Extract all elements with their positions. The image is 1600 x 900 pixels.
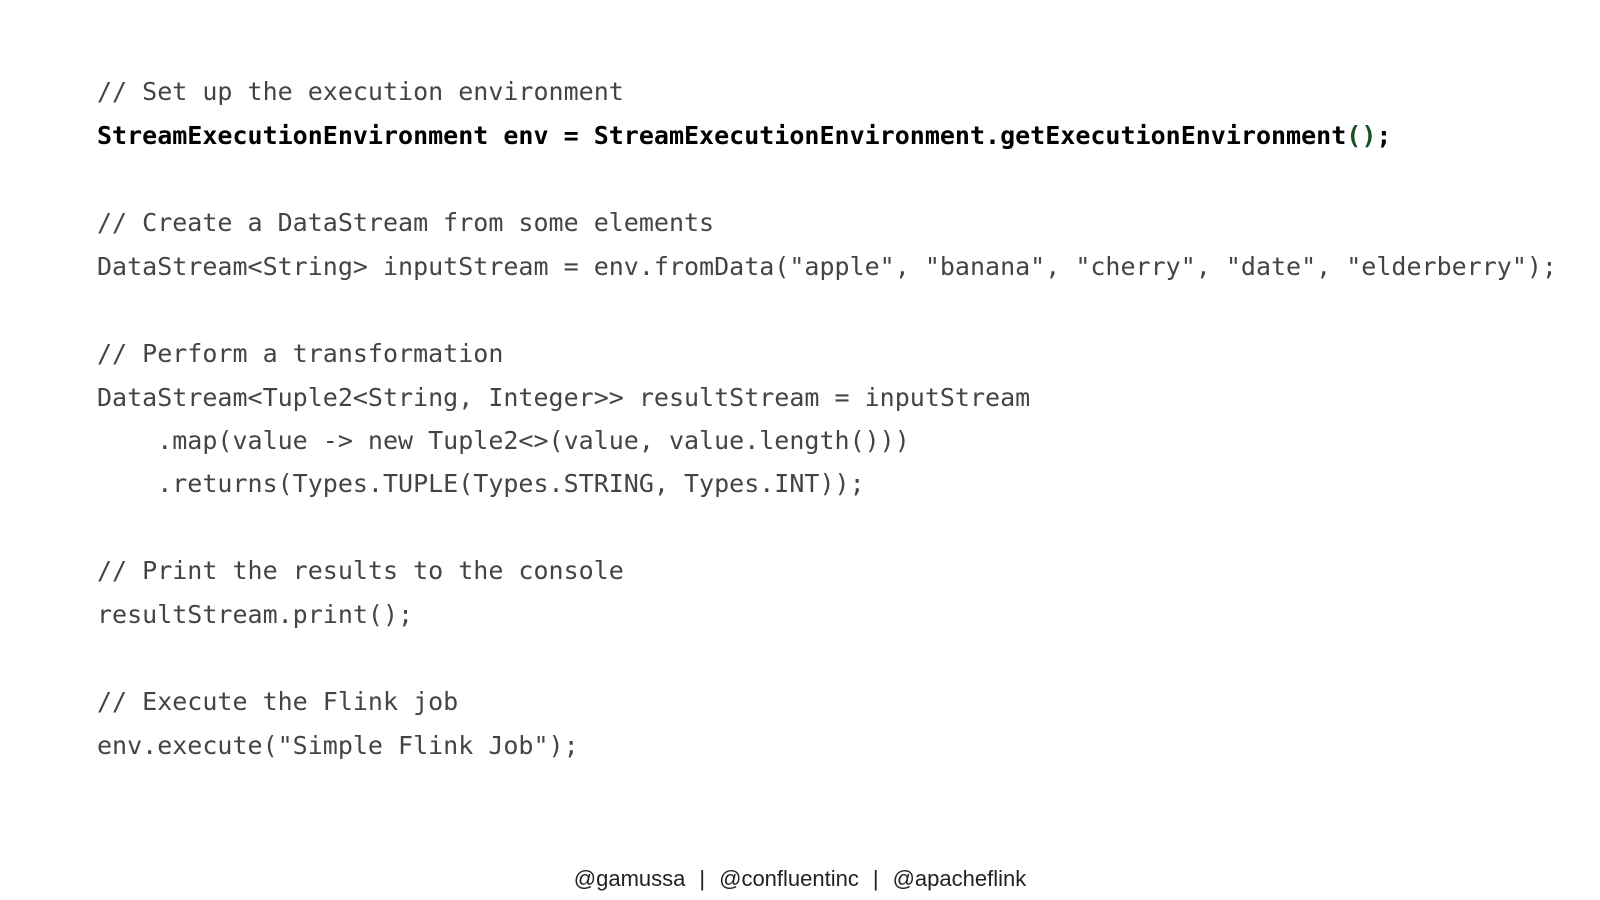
- env-line-parens: (): [1346, 121, 1377, 150]
- code-line-map: .map(value -> new Tuple2<>(value, value.…: [97, 426, 910, 455]
- code-line-result: DataStream<Tuple2<String, Integer>> resu…: [97, 383, 1031, 412]
- code-line-input: DataStream<String> inputStream = env.fro…: [97, 252, 1557, 281]
- code-comment-transform: // Perform a transformation: [97, 339, 504, 368]
- handle-confluentinc: @confluentinc: [719, 866, 859, 891]
- footer-separator: |: [872, 866, 879, 891]
- code-line-execute: env.execute("Simple Flink Job");: [97, 731, 579, 760]
- code-comment-setup: // Set up the execution environment: [97, 77, 624, 106]
- code-block: // Set up the execution environment Stre…: [97, 0, 1600, 820]
- handle-gamussa: @gamussa: [573, 866, 686, 891]
- code-comment-print: // Print the results to the console: [97, 556, 624, 585]
- env-line-semicolon: ;: [1376, 121, 1392, 150]
- code-line-returns: .returns(Types.TUPLE(Types.STRING, Types…: [97, 469, 865, 498]
- handle-apacheflink: @apacheflink: [892, 866, 1027, 891]
- code-line-env: StreamExecutionEnvironment env = StreamE…: [97, 116, 1391, 156]
- footer-separator: |: [699, 866, 706, 891]
- footer-handles: @gamussa | @confluentinc | @apacheflink: [0, 862, 1600, 896]
- env-line-text: StreamExecutionEnvironment env = StreamE…: [97, 121, 1347, 150]
- code-comment-execute: // Execute the Flink job: [97, 687, 459, 716]
- code-line-print: resultStream.print();: [97, 600, 414, 629]
- code-comment-create: // Create a DataStream from some element…: [97, 208, 715, 237]
